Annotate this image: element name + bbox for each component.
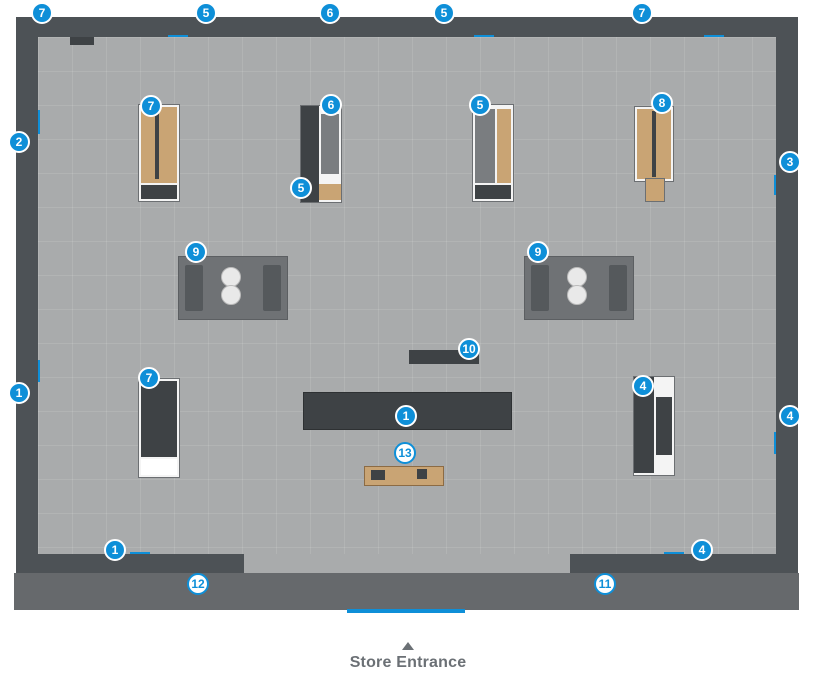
wall-cabinet [70, 37, 94, 45]
wall-accent [474, 35, 494, 37]
marker-badge[interactable]: 9 [527, 241, 549, 263]
marker-badge[interactable]: 12 [187, 573, 209, 595]
marker-badge[interactable]: 5 [195, 2, 217, 24]
marker-badge[interactable]: 8 [651, 92, 673, 114]
marker-badge[interactable]: 7 [138, 367, 160, 389]
wall-accent [168, 35, 188, 37]
front-wall-right [570, 554, 776, 573]
fixture-shelf-wood [141, 107, 177, 183]
marker-badge[interactable]: 6 [320, 94, 342, 116]
round-table [567, 285, 587, 305]
lounge-area-left [178, 256, 288, 320]
sofa [531, 265, 549, 311]
fixture-shelf-wood [319, 184, 341, 200]
fixture-shelves [656, 397, 672, 455]
display-fixture-8-stand [645, 178, 665, 202]
sidewalk [14, 573, 799, 610]
wall-left [16, 17, 38, 573]
marker-badge[interactable]: 4 [691, 539, 713, 561]
wall-right [776, 17, 798, 573]
fixture-base [141, 459, 177, 475]
marker-badge[interactable]: 5 [469, 94, 491, 116]
triangle-up-icon [402, 642, 414, 650]
marker-badge[interactable]: 7 [631, 2, 653, 24]
marker-badge[interactable]: 4 [779, 405, 801, 427]
marker-badge[interactable]: 9 [185, 241, 207, 263]
wall-accent [130, 552, 150, 554]
marker-badge[interactable]: 3 [779, 151, 801, 173]
sofa [263, 265, 281, 311]
table-device [417, 469, 427, 479]
lounge-area-right [524, 256, 634, 320]
fixture-base [475, 185, 511, 199]
marker-badge[interactable]: 6 [319, 2, 341, 24]
display-fixture-8 [634, 106, 674, 182]
marker-badge[interactable]: 5 [433, 2, 455, 24]
marker-badge[interactable]: 10 [458, 338, 480, 360]
wall-accent [38, 110, 40, 134]
display-fixture-7-bottom [138, 378, 180, 478]
fixture-shelves [475, 109, 495, 183]
sofa [185, 265, 203, 311]
marker-badge[interactable]: 1 [8, 382, 30, 404]
marker-badge[interactable]: 7 [140, 95, 162, 117]
fixture-panel [141, 381, 177, 457]
marker-badge[interactable]: 5 [290, 177, 312, 199]
sofa [609, 265, 627, 311]
round-table [221, 285, 241, 305]
marker-badge[interactable]: 2 [8, 131, 30, 153]
fixture-panel [652, 111, 656, 177]
wall-accent [774, 175, 776, 195]
round-table [221, 267, 241, 287]
marker-badge[interactable]: 13 [394, 442, 416, 464]
display-fixture-6 [300, 105, 342, 203]
wall-accent [774, 432, 776, 454]
wall-top [16, 17, 798, 37]
marker-badge[interactable]: 11 [594, 573, 616, 595]
entrance-floor [244, 554, 570, 573]
entrance-label: Store Entrance [349, 654, 467, 671]
fixture-shelves [321, 114, 339, 174]
marker-badge[interactable]: 7 [31, 2, 53, 24]
display-fixture-7-top [138, 104, 180, 202]
fixture-panel [155, 111, 159, 179]
fixture-panel [634, 377, 654, 473]
marker-badge[interactable]: 1 [395, 405, 417, 427]
marker-badge[interactable]: 4 [632, 375, 654, 397]
front-wall-left [38, 554, 244, 573]
fixture-base [141, 185, 177, 199]
fixture-shelf-wood [497, 109, 511, 183]
wall-accent [664, 552, 684, 554]
round-table [567, 267, 587, 287]
wall-accent [38, 360, 40, 382]
demo-table [364, 466, 444, 486]
table-device [371, 470, 385, 480]
marker-badge[interactable]: 1 [104, 539, 126, 561]
entrance-door [347, 609, 465, 613]
display-fixture-5 [472, 104, 514, 202]
wall-accent [704, 35, 724, 37]
